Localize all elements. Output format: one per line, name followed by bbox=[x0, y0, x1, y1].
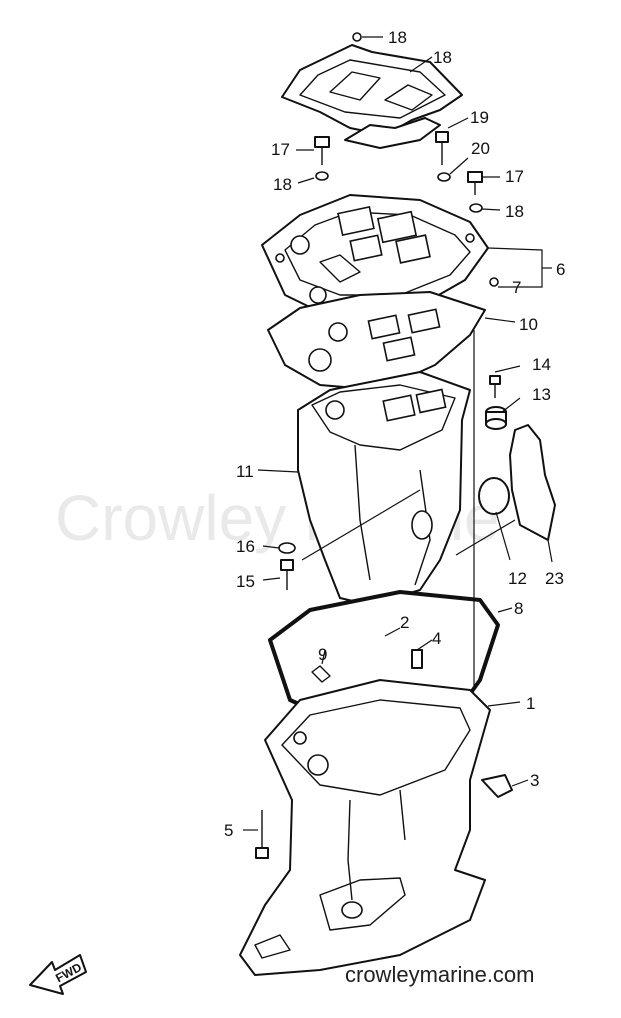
callout-5: 5 bbox=[224, 821, 233, 840]
callout-6: 6 bbox=[556, 260, 565, 279]
callout-17-right: 17 bbox=[505, 167, 524, 186]
exhaust-guide-6 bbox=[261, 194, 489, 319]
bolt-17-right bbox=[467, 171, 483, 195]
callout-14: 14 bbox=[532, 355, 551, 374]
callout-8: 8 bbox=[514, 599, 523, 618]
washer-18-right bbox=[469, 203, 483, 213]
washer-16 bbox=[278, 542, 296, 554]
callout-labels: 18 18 19 20 17 18 17 18 6 7 10 14 13 11 … bbox=[224, 28, 565, 840]
plug-12 bbox=[478, 477, 510, 515]
bolt-15 bbox=[280, 559, 294, 590]
gasket-10 bbox=[267, 291, 486, 391]
dowel-pin-7 bbox=[489, 277, 499, 287]
pin-4 bbox=[411, 649, 423, 669]
fwd-arrow: FWD bbox=[29, 954, 87, 995]
lower-casing-1 bbox=[239, 679, 491, 976]
callout-9: 9 bbox=[318, 645, 327, 664]
callout-1: 1 bbox=[526, 694, 535, 713]
callout-3: 3 bbox=[530, 771, 539, 790]
callout-17-left: 17 bbox=[271, 140, 290, 159]
screw-14 bbox=[489, 375, 501, 398]
callout-20: 18 bbox=[388, 28, 407, 47]
callout-7: 7 bbox=[512, 278, 521, 297]
grommet-13 bbox=[485, 406, 507, 430]
callout-2: 2 bbox=[400, 613, 409, 632]
callout-19: 18 bbox=[433, 48, 452, 67]
upper-casing-11 bbox=[297, 371, 471, 606]
washer-22 bbox=[437, 172, 451, 182]
clip-9 bbox=[311, 665, 331, 683]
callout-4: 4 bbox=[432, 629, 441, 648]
callout-21: 19 bbox=[470, 108, 489, 127]
bolt-5 bbox=[255, 810, 269, 859]
plate-3 bbox=[481, 774, 513, 798]
bracket-23 bbox=[509, 424, 556, 541]
washer-18-left bbox=[315, 171, 329, 181]
callout-18-right: 18 bbox=[505, 202, 524, 221]
callout-15: 15 bbox=[236, 572, 255, 591]
bolt-21 bbox=[435, 131, 449, 165]
callout-23: 23 bbox=[545, 569, 564, 588]
leader-lines bbox=[243, 36, 553, 831]
callout-11: 11 bbox=[236, 462, 254, 481]
callout-13: 13 bbox=[532, 385, 551, 404]
callout-16: 16 bbox=[236, 537, 255, 556]
callout-18-left: 18 bbox=[273, 175, 292, 194]
callout-22: 20 bbox=[471, 139, 490, 158]
callout-12: 12 bbox=[508, 569, 527, 588]
callout-10: 10 bbox=[519, 315, 538, 334]
footer-site: crowleymarine.com bbox=[345, 962, 535, 987]
bolt-17-left bbox=[314, 136, 330, 165]
